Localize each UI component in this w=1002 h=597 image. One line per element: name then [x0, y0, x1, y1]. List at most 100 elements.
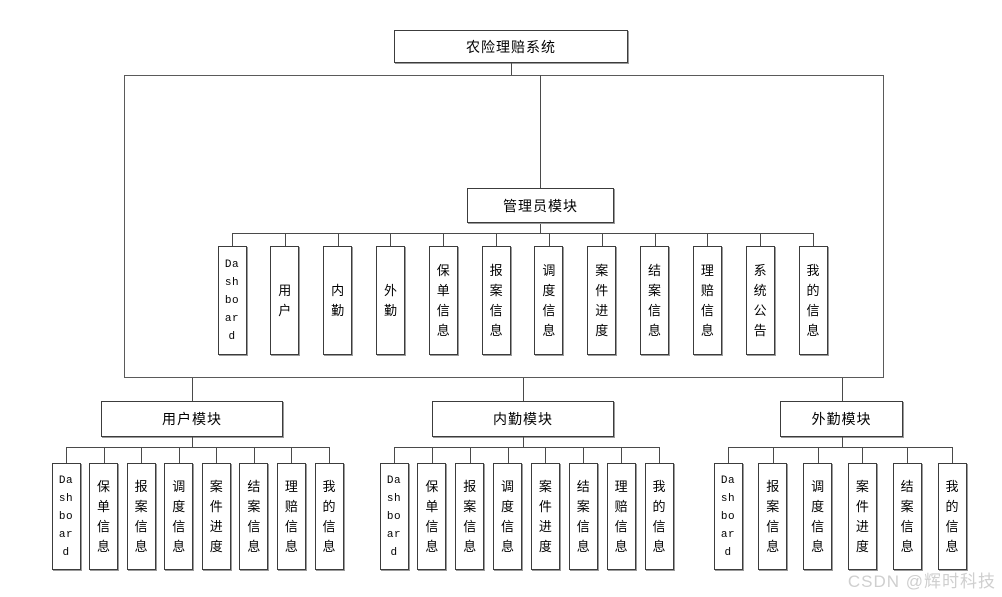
node-label-segment: 度 — [538, 538, 552, 554]
node-label-segment: 信 — [945, 518, 959, 534]
node-label-segment: 案 — [900, 498, 914, 514]
node-label-segment: Da — [58, 474, 74, 487]
module-child-node: 理赔信息 — [276, 463, 306, 570]
node-label-segment: 信 — [614, 518, 628, 534]
admin-child-node: 案件进度 — [587, 246, 617, 355]
module-child-tick — [907, 447, 909, 463]
node-label-segment: 案 — [247, 498, 261, 514]
node-label-segment: 息 — [614, 538, 628, 554]
module-child-tick — [469, 447, 471, 463]
module-child-node: 我的信息 — [314, 463, 344, 570]
module-child-tick — [178, 447, 180, 463]
admin-child-tick — [443, 233, 445, 246]
node-label-segment: sh — [58, 492, 74, 505]
node-label-segment: 结 — [247, 478, 261, 494]
node-label-segment: 我 — [806, 262, 820, 278]
rect-to-module-line — [192, 378, 193, 401]
node-label-segment: 赔 — [614, 498, 628, 514]
node-label-segment: 息 — [648, 322, 662, 338]
node-label-segment: Da — [224, 258, 240, 271]
node-label-segment: 信 — [97, 518, 111, 534]
node-label-segment: 外 — [383, 282, 397, 298]
node-label-segment: 信 — [134, 518, 148, 534]
module-child-tick — [431, 447, 433, 463]
node-label-segment: 报 — [134, 478, 148, 494]
node-label-segment: 进 — [595, 302, 609, 318]
node-label-segment: sh — [720, 492, 736, 505]
module-child-node: 保单信息 — [417, 463, 447, 570]
node-label-segment: 息 — [436, 322, 450, 338]
node-label-segment: 的 — [322, 498, 336, 514]
module-bus-line — [66, 447, 329, 448]
node-label-segment: 进 — [209, 518, 223, 534]
node-label-segment: 信 — [900, 518, 914, 534]
admin-child-node: 我的信息 — [798, 246, 828, 355]
admin-container-rect — [124, 75, 884, 378]
admin-child-tick — [548, 233, 550, 246]
node-label-segment: 单 — [97, 498, 111, 514]
node-label-segment: 案 — [766, 498, 780, 514]
module-child-tick — [216, 447, 218, 463]
node-label-segment: 报 — [766, 478, 780, 494]
admin-child-node: 报案信息 — [481, 246, 511, 355]
node-label-segment: 息 — [172, 538, 186, 554]
module-child-tick — [621, 447, 623, 463]
node-label-segment: 结 — [576, 478, 590, 494]
node-label-segment: bo — [720, 510, 736, 523]
module-child-tick — [66, 447, 67, 463]
admin-module-label: 管理员模块 — [503, 199, 578, 215]
node-label-segment: 勤 — [383, 302, 397, 318]
module-child-tick — [507, 447, 509, 463]
root-node-label: 农险理赔系统 — [466, 40, 556, 56]
node-label-segment: 信 — [436, 302, 450, 318]
node-label-segment: 信 — [425, 518, 439, 534]
module-child-node: 结案信息 — [239, 463, 269, 570]
node-label-segment: 息 — [501, 538, 515, 554]
node-label-segment: 信 — [284, 518, 298, 534]
node-label-segment: d — [724, 546, 732, 559]
admin-child-tick — [707, 233, 709, 246]
node-label-segment: 理 — [614, 478, 628, 494]
node-label-segment: 度 — [501, 498, 515, 514]
node-label-segment: 息 — [542, 322, 556, 338]
node-label-segment: 息 — [463, 538, 477, 554]
module-child-tick — [141, 447, 143, 463]
node-label-segment: bo — [224, 294, 240, 307]
module-child-node: 报案信息 — [758, 463, 788, 570]
node-label-segment: 信 — [576, 518, 590, 534]
node-label-segment: 息 — [652, 538, 666, 554]
node-label-segment: 调 — [172, 478, 186, 494]
node-label-segment: 单 — [436, 282, 450, 298]
node-label-segment: 信 — [806, 302, 820, 318]
node-label-segment: 度 — [209, 538, 223, 554]
module-child-node: 报案信息 — [126, 463, 156, 570]
node-label-segment: 息 — [766, 538, 780, 554]
admin-child-node: 结案信息 — [640, 246, 670, 355]
node-label-segment: sh — [224, 276, 240, 289]
node-label-segment: 息 — [97, 538, 111, 554]
node-label-segment: 信 — [501, 518, 515, 534]
module-child-node: 我的信息 — [937, 463, 967, 570]
module-child-tick — [583, 447, 585, 463]
node-label-segment: 系 — [753, 262, 767, 278]
node-label-segment: ar — [58, 528, 74, 541]
admin-child-node: 用户 — [270, 246, 300, 355]
node-label-segment: bo — [58, 510, 74, 523]
admin-child-node: 内勤 — [323, 246, 353, 355]
module-node: 外勤模块 — [780, 401, 903, 437]
root-to-admin-line — [511, 63, 512, 75]
module-stem-line — [841, 437, 843, 447]
module-child-node: 调度信息 — [164, 463, 194, 570]
admin-stem-line — [540, 223, 541, 233]
rect-to-module-line — [523, 378, 524, 401]
module-bus-line — [394, 447, 659, 448]
node-label-segment: 勤 — [331, 302, 345, 318]
node-label-segment: 调 — [542, 262, 556, 278]
node-label-segment: 信 — [766, 518, 780, 534]
node-label-segment: 息 — [700, 322, 714, 338]
node-label-segment: d — [390, 546, 398, 559]
node-label-segment: 案 — [595, 262, 609, 278]
